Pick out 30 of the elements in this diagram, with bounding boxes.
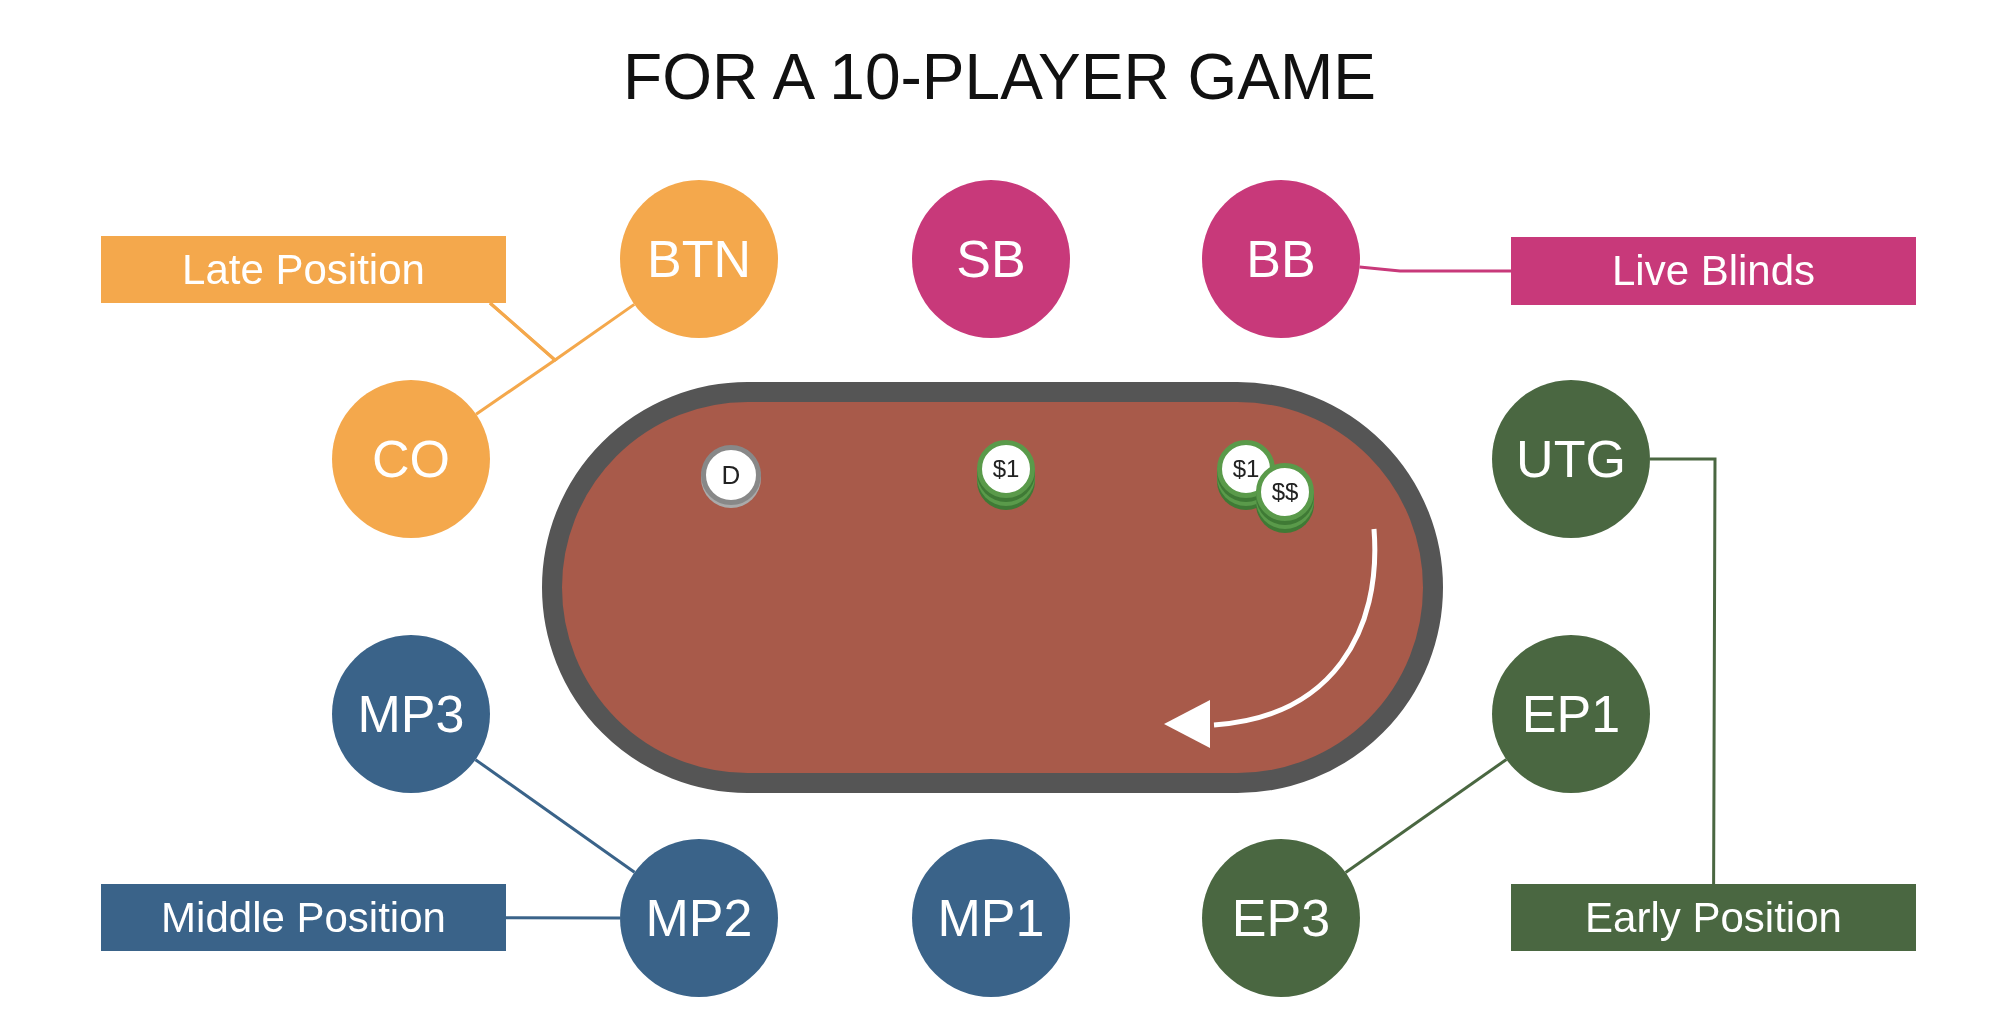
- seat-label: $1: [1232, 457, 1260, 481]
- position-label: [101, 884, 506, 951]
- label-text: Live Blinds: [1611, 250, 1816, 292]
- label-text: Early Position: [1585, 896, 1842, 939]
- seat-label: MP1: [937, 892, 1045, 944]
- seat-label: SB: [956, 233, 1026, 285]
- seat-label: BTN: [647, 233, 751, 285]
- label-text: Late Position: [182, 248, 425, 291]
- seat-label: MP2: [645, 892, 753, 944]
- seat-label: CO: [372, 433, 450, 485]
- position-label: [1511, 884, 1916, 951]
- seat-label: BB: [1246, 233, 1316, 285]
- position-label: [101, 236, 506, 303]
- connector-line: [1359, 265, 1511, 273]
- seat-label: UTG: [1516, 433, 1626, 485]
- dealer-button: [701, 445, 761, 505]
- connector-line: [1650, 457, 1717, 884]
- connector-line: [506, 916, 620, 920]
- seat-label: D: [721, 462, 741, 488]
- seat-label: $$: [1271, 480, 1299, 504]
- connector-line: [1344, 758, 1508, 874]
- seat-label: EP1: [1521, 688, 1621, 740]
- connector-line: [475, 301, 558, 416]
- position-label: [1511, 237, 1916, 305]
- title: FOR A 10-PLAYER GAME: [622, 40, 1377, 114]
- label-text: Middle Position: [161, 896, 446, 939]
- connector-line: [474, 758, 636, 874]
- seat-label: $1: [992, 457, 1020, 481]
- seat-label: EP3: [1231, 892, 1331, 944]
- seat-label: MP3: [357, 688, 465, 740]
